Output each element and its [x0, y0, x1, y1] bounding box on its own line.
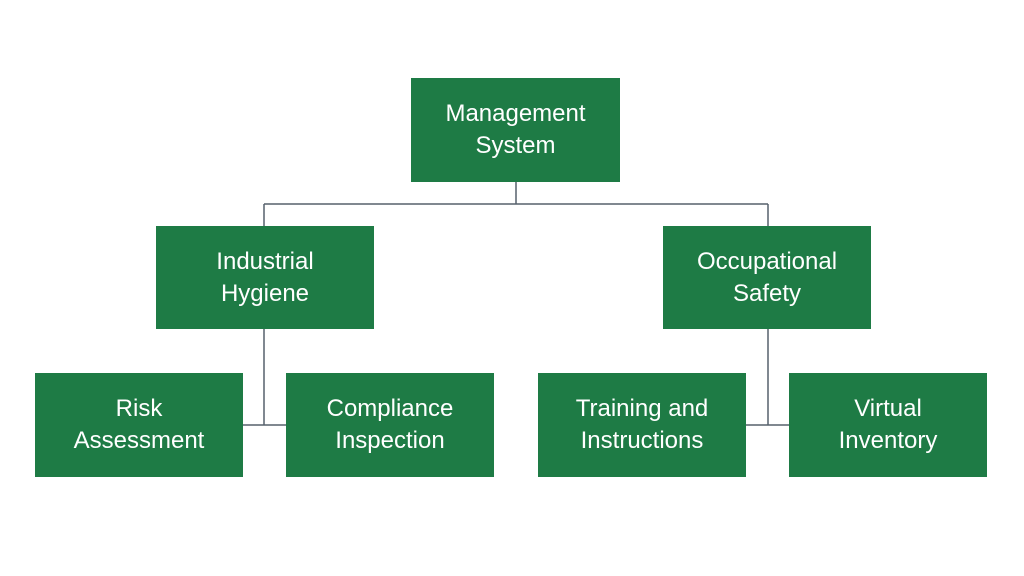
node-compliance-inspection: Compliance Inspection [286, 373, 494, 477]
node-occupational-safety: Occupational Safety [663, 226, 871, 329]
node-virtual-inventory: Virtual Inventory [789, 373, 987, 477]
node-training-and-instructions: Training and Instructions [538, 373, 746, 477]
node-management-system: Management System [411, 78, 620, 182]
node-risk-assessment: Risk Assessment [35, 373, 243, 477]
node-industrial-hygiene: Industrial Hygiene [156, 226, 374, 329]
